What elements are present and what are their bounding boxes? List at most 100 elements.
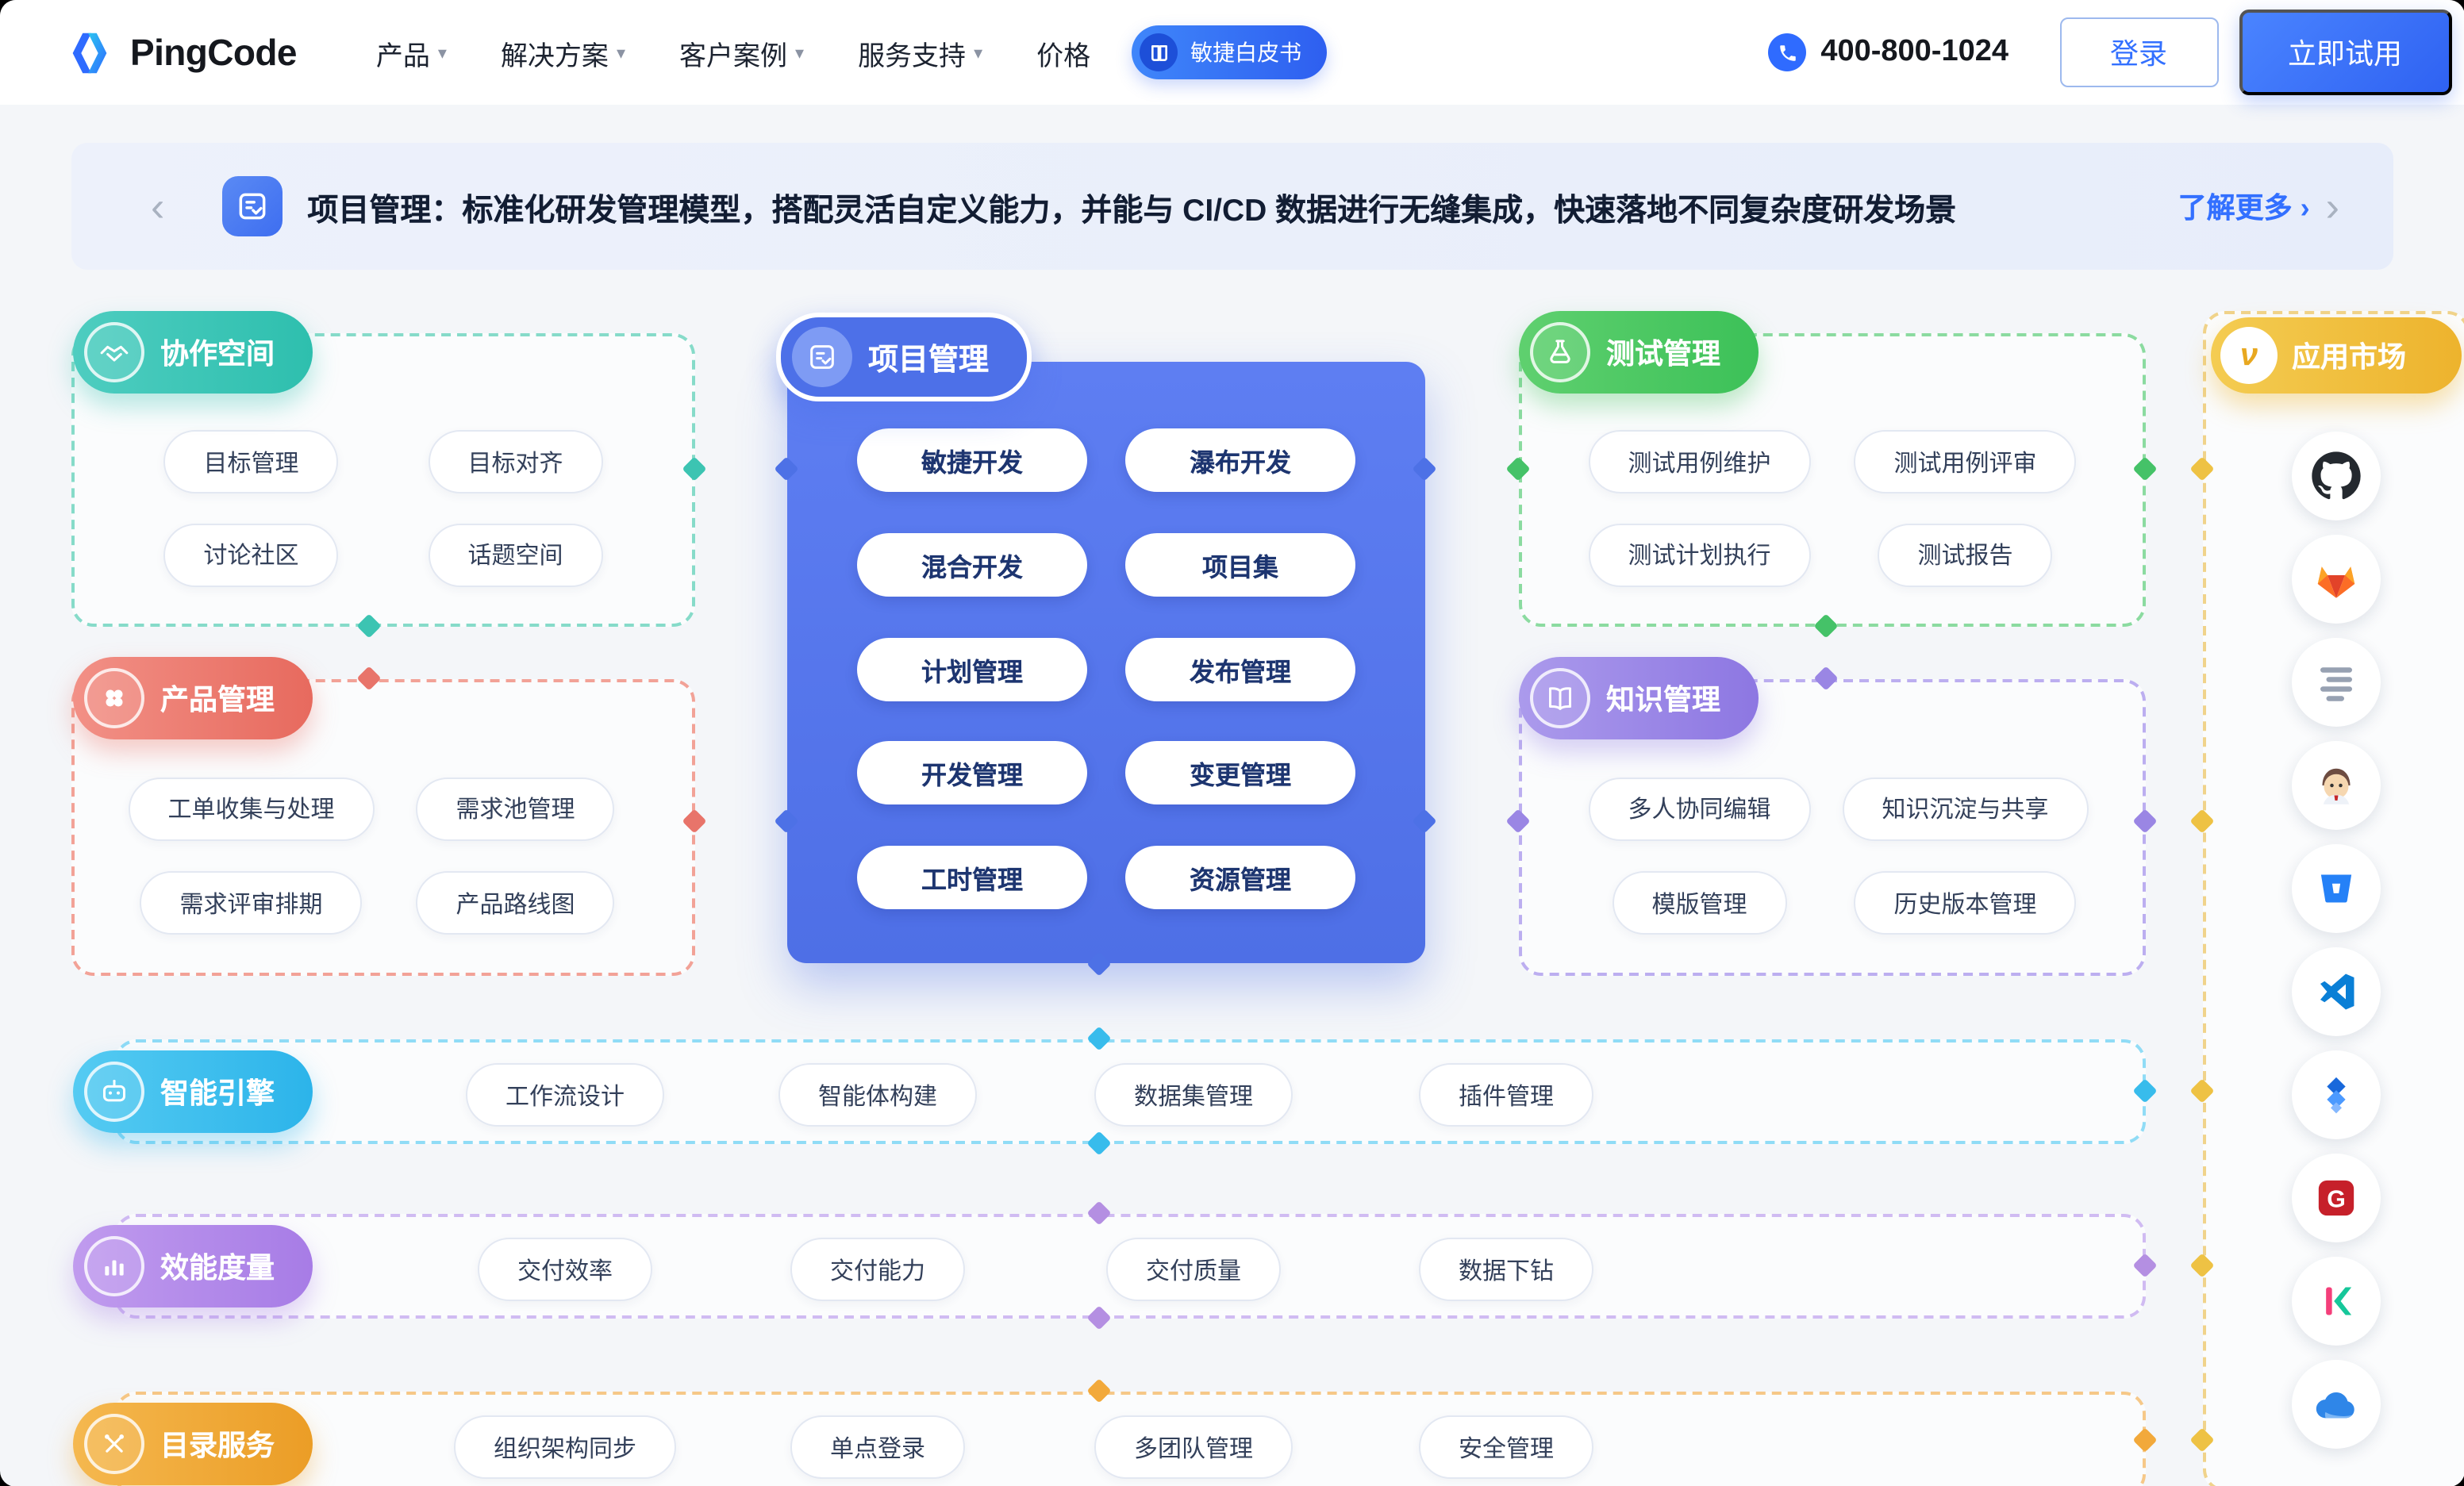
ai-engine-header: 智能引擎 <box>73 1050 313 1133</box>
nav-pricing[interactable]: 价格 <box>1036 40 1091 71</box>
project-management-box: 敏捷开发 瀑布开发 混合开发 项目集 计划管理 发布管理 开发管理 变更管理 工… <box>787 362 1425 963</box>
free-trial-button[interactable]: 立即试用 <box>2239 10 2451 95</box>
checklist-icon <box>792 327 852 387</box>
stripes-icon <box>2292 638 2381 727</box>
product-management-box: 工单收集与处理 需求池管理 需求评审排期 产品路线图 <box>71 679 695 976</box>
knowledge-management-header: 知识管理 <box>1519 657 1759 739</box>
phone-number[interactable]: 400-800-1024 <box>1768 33 2008 71</box>
checklist-icon <box>221 176 283 236</box>
topbar-right: 400-800-1024 登录 立即试用 <box>1768 10 2451 95</box>
handshake-icon <box>84 322 144 382</box>
item-pill: 交付质量 <box>1105 1238 1282 1301</box>
gitlab-icon <box>2292 535 2381 624</box>
item-pill: 测试报告 <box>1878 523 2053 587</box>
item-pill: 多团队管理 <box>1094 1415 1294 1479</box>
item-pill: 历史版本管理 <box>1854 871 2077 935</box>
group-title: 目录服务 <box>160 1430 275 1461</box>
item-pill: 模版管理 <box>1612 871 1787 935</box>
collaboration-space-header: 协作空间 <box>73 311 313 394</box>
jenkins-icon <box>2292 741 2381 830</box>
marketplace-app-list: G <box>2206 432 2464 1449</box>
item-pill: 交付效率 <box>477 1238 653 1301</box>
vscode-icon <box>2292 947 2381 1036</box>
item-pill: 混合开发 <box>857 532 1087 597</box>
test-management-header: 测试管理 <box>1519 311 1759 394</box>
app-marketplace-box: ν 应用市场 G <box>2203 311 2464 1486</box>
item-pill: 安全管理 <box>1418 1415 1594 1479</box>
group-title: 知识管理 <box>1606 684 1720 716</box>
group-title: 应用市场 <box>2292 341 2406 373</box>
phone-icon <box>1768 33 1807 71</box>
bitbucket-icon <box>2292 844 2381 933</box>
carousel-prev-button[interactable]: ‹ <box>151 182 165 230</box>
group-title: 协作空间 <box>160 338 275 370</box>
ai-engine-row: 工作流设计 智能体构建 数据集管理 插件管理 <box>114 1039 2146 1144</box>
cloud-icon <box>2292 1360 2381 1449</box>
svg-text:G: G <box>2327 1187 2346 1213</box>
bar-chart-icon <box>84 1236 144 1296</box>
app-marketplace-header: ν 应用市场 <box>2211 317 2462 394</box>
item-pill: 需求池管理 <box>416 777 615 841</box>
group-title: 产品管理 <box>160 684 275 716</box>
github-icon <box>2292 432 2381 520</box>
item-pill: 组织架构同步 <box>453 1415 677 1479</box>
clover-icon <box>84 668 144 728</box>
item-pill: 单点登录 <box>790 1415 966 1479</box>
group-title: 项目管理 <box>868 344 990 377</box>
login-button[interactable]: 登录 <box>2059 17 2218 87</box>
item-pill: 产品路线图 <box>416 871 615 935</box>
pingcode-logo[interactable]: PingCode <box>63 26 297 79</box>
announcement-carousel: ‹ 项目管理：标准化研发管理模型，搭配灵活自定义能力，并能与 CI/CD 数据进… <box>71 143 2393 270</box>
book-icon <box>1140 33 1178 71</box>
main-nav: 产品▾ 解决方案▾ 客户案例▾ 服务支持▾ 价格 <box>376 33 1090 72</box>
performance-metrics-header: 效能度量 <box>73 1225 313 1307</box>
item-pill: 插件管理 <box>1418 1063 1594 1127</box>
item-pill: 目标对齐 <box>428 430 603 494</box>
tools-icon <box>84 1414 144 1474</box>
agile-whitepaper-badge[interactable]: 敏捷白皮书 <box>1132 25 1328 79</box>
nav-support[interactable]: 服务支持▾ <box>858 40 983 71</box>
item-pill: 测试用例维护 <box>1588 430 1811 494</box>
item-pill: 变更管理 <box>1125 741 1355 805</box>
chevron-down-icon: ▾ <box>437 44 447 63</box>
nav-solutions[interactable]: 解决方案▾ <box>500 40 625 71</box>
chevron-down-icon: ▾ <box>974 44 983 63</box>
top-navigation-bar: PingCode 产品▾ 解决方案▾ 客户案例▾ 服务支持▾ 价格 敏捷白皮书 … <box>0 0 2464 105</box>
brand-name: PingCode <box>130 31 297 72</box>
whitepaper-label: 敏捷白皮书 <box>1190 40 1302 65</box>
collaboration-items: 目标管理 目标对齐 讨论社区 话题空间 <box>119 416 648 601</box>
robot-icon <box>84 1062 144 1122</box>
k-app-icon <box>2292 1257 2381 1346</box>
item-pill: 工时管理 <box>857 846 1087 910</box>
directory-service-header: 目录服务 <box>73 1403 313 1485</box>
item-pill: 数据下钻 <box>1418 1238 1594 1301</box>
project-items: 敏捷开发 瀑布开发 混合开发 项目集 计划管理 发布管理 开发管理 变更管理 工… <box>857 428 1355 919</box>
directory-service-row: 组织架构同步 单点登录 多团队管理 安全管理 <box>114 1392 2146 1486</box>
item-pill: 敏捷开发 <box>857 428 1087 492</box>
nav-products[interactable]: 产品▾ <box>375 40 447 71</box>
group-title: 智能引擎 <box>160 1077 275 1109</box>
product-management-header: 产品管理 <box>73 657 313 739</box>
pingcode-logo-icon <box>72 32 107 73</box>
learn-more-link[interactable]: 了解更多 › <box>2178 192 2310 224</box>
item-pill: 智能体构建 <box>778 1063 978 1127</box>
group-title: 测试管理 <box>1606 338 1720 370</box>
item-pill: 计划管理 <box>857 637 1087 701</box>
collaboration-space-box: 目标管理 目标对齐 讨论社区 话题空间 <box>71 333 695 627</box>
item-pill: 开发管理 <box>857 741 1087 805</box>
product-items: 工单收集与处理 需求池管理 需求评审排期 产品路线图 <box>119 762 648 950</box>
performance-metrics-row: 交付效率 交付能力 交付质量 数据下钻 <box>114 1214 2146 1319</box>
carousel-next-button[interactable]: › <box>2325 182 2339 230</box>
item-pill: 测试计划执行 <box>1588 523 1811 587</box>
chevron-down-icon: ▾ <box>795 44 805 63</box>
item-pill: 瀑布开发 <box>1125 428 1355 492</box>
group-title: 效能度量 <box>160 1252 275 1284</box>
nav-customer-cases[interactable]: 客户案例▾ <box>679 40 805 71</box>
item-pill: 发布管理 <box>1125 637 1355 701</box>
item-pill: 话题空间 <box>428 523 603 587</box>
item-pill: 工作流设计 <box>465 1063 665 1127</box>
gitee-icon: G <box>2292 1154 2381 1242</box>
project-management-header: 项目管理 <box>776 313 1032 401</box>
item-pill: 工单收集与处理 <box>128 777 375 841</box>
